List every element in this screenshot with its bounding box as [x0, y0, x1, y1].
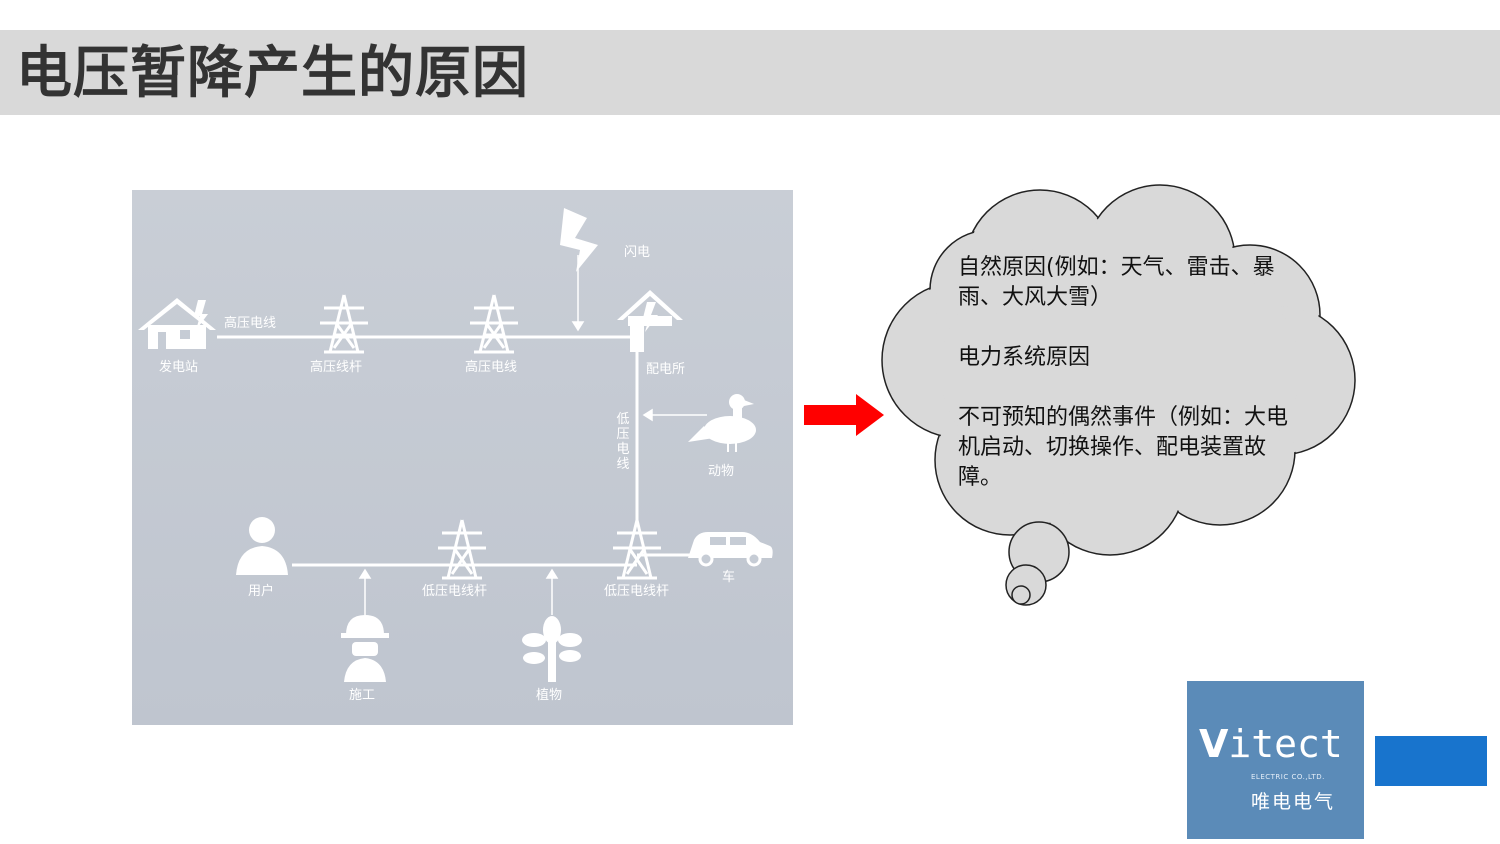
arrow-right-icon	[804, 394, 884, 436]
logo-subtitle: ELECTRIC CO.,LTD.	[1251, 773, 1325, 781]
logo-chinese-name: 唯电电气	[1251, 791, 1336, 813]
cause-natural: 自然原因(例如：天气、雷击、暴雨、大风大雪）	[958, 255, 1275, 310]
accent-block	[1375, 736, 1487, 786]
lightning-label: 闪电	[624, 245, 651, 260]
cause-unforeseen: 不可预知的偶然事件（例如：大电机启动、切换操作、配电装置故障。	[958, 405, 1289, 490]
construction-label: 施工	[349, 688, 376, 703]
transmission-tower-icon	[320, 294, 368, 354]
transmission-tower-icon	[613, 519, 661, 580]
cause-power-system: 电力系统原因	[958, 345, 1091, 370]
substation-label: 配电所	[646, 362, 686, 377]
user-icon	[236, 517, 288, 575]
transmission-tower-icon	[438, 519, 486, 580]
hv-line-label: 高压电线	[224, 316, 277, 331]
car-label: 车	[722, 570, 736, 585]
page-title: 电压暂降产生的原因	[16, 41, 529, 106]
cloud-text: 自然原因(例如：天气、雷击、暴雨、大风大雪） 电力系统原因 不可预知的偶然事件（…	[958, 253, 1298, 493]
title-bar: 电压暂降产生的原因	[0, 30, 1500, 115]
hv-wire-label: 高压电线	[465, 360, 518, 375]
grid-illustration	[138, 208, 773, 682]
lightning-icon	[560, 208, 598, 272]
animal-label: 动物	[708, 464, 735, 479]
user-label: 用户	[248, 584, 275, 599]
tree-icon	[522, 616, 582, 682]
lv-pole-left-label: 低压电线杆	[422, 584, 488, 599]
lv-line-vertical-label: 低压电线	[616, 412, 630, 472]
power-plant-icon	[138, 298, 216, 349]
hv-pole-label: 高压线杆	[310, 360, 363, 375]
power-grid-diagram: 闪电 发电站 高压电线 高压线杆 高压电线 配电所 低压电线 动物 用户 低压电…	[132, 190, 793, 725]
logo-text: itect	[1228, 722, 1343, 766]
substation-icon	[617, 290, 683, 352]
car-icon	[688, 532, 773, 567]
lv-pole-right-label: 低压电线杆	[604, 584, 670, 599]
construction-worker-icon	[341, 615, 389, 682]
thought-cloud	[881, 184, 1356, 606]
transmission-tower-icon	[470, 294, 518, 354]
company-logo: Vitect ELECTRIC CO.,LTD. 唯电电气	[1187, 681, 1364, 839]
power-plant-label: 发电站	[159, 360, 199, 375]
logo-wordmark: Vitect	[1199, 721, 1343, 767]
bird-icon	[688, 394, 756, 452]
logo-mark: V	[1199, 722, 1229, 766]
plant-label: 植物	[536, 688, 563, 703]
